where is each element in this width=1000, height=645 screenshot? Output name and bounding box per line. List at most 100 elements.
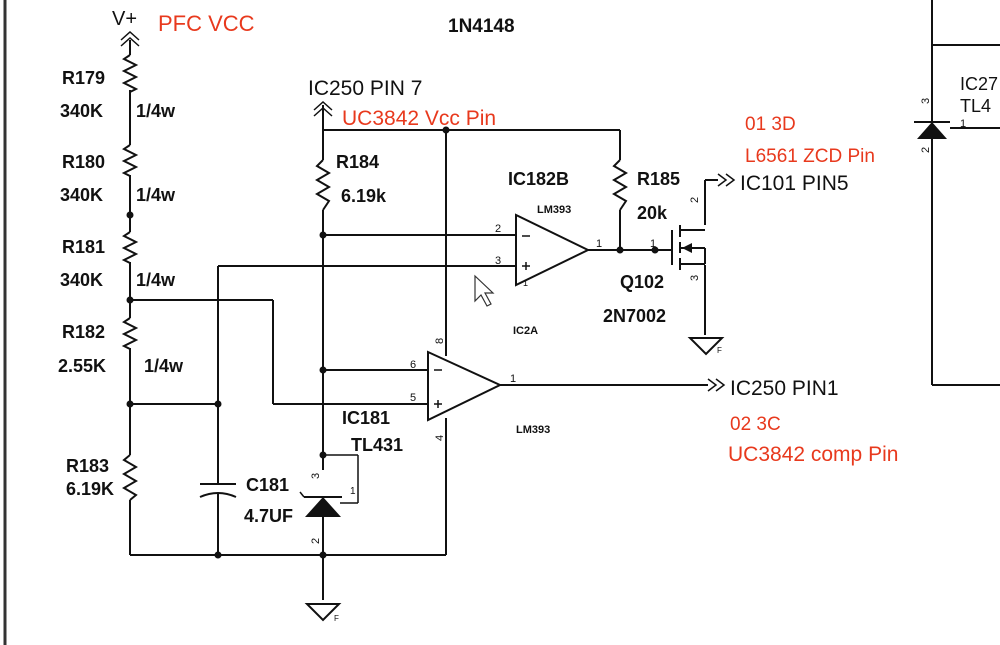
r181-value: 340K (60, 270, 103, 290)
pin-number: 2 (310, 538, 322, 544)
resistor-r183 (122, 454, 138, 501)
r184-label: R184 (336, 152, 379, 172)
uc3842-vcc-pin-label: UC3842 Vcc Pin (342, 107, 496, 130)
junction-dot (214, 551, 222, 559)
pin-number: 2 (689, 197, 701, 203)
capacitor-c181 (199, 483, 237, 498)
q102-label: Q102 (620, 272, 664, 292)
junction-dot (319, 231, 327, 239)
r179-label: R179 (62, 68, 105, 88)
pin-number: 3 (495, 255, 501, 267)
comparator-ic2a (427, 350, 503, 422)
ground-mark: F (334, 614, 339, 623)
resistors (121, 54, 628, 501)
pin-number: 1 (650, 238, 656, 250)
vplus-arrow-icon (120, 30, 140, 41)
ground-mark: F (717, 346, 722, 355)
r179-wattage: 1/4w (136, 101, 176, 121)
pin-number: 1 (960, 118, 966, 130)
ic250-pin1-label: IC250 PIN1 (730, 377, 839, 400)
r180-value: 340K (60, 185, 103, 205)
junction-dot (319, 366, 327, 374)
ic250-pin1-arrow-icon (707, 378, 718, 392)
resistor-r184 (315, 159, 331, 211)
resistor-r182 (121, 317, 139, 350)
c181-label: C181 (246, 475, 289, 495)
junction-dot (651, 246, 659, 254)
r182-wattage: 1/4w (144, 356, 184, 376)
ic182b-label: IC182B (508, 169, 569, 189)
junction-dot (126, 400, 134, 408)
ground-symbols (304, 337, 725, 622)
vplus-label: V+ (112, 8, 137, 30)
mosfet-q102 (671, 225, 706, 270)
pfc-vcc-label: PFC VCC (158, 11, 255, 36)
pin-number: 4 (434, 435, 446, 441)
ic181-label: IC181 (342, 408, 390, 428)
q102-part-label: 2N7002 (603, 306, 666, 326)
text-labels: V+ PFC VCC 1N4148 IC250 PIN 7 UC3842 Vcc… (58, 8, 998, 526)
comparator-ic182b (505, 213, 591, 287)
junction-dot (616, 246, 624, 254)
pin-number: 1 (596, 238, 602, 250)
r181-wattage: 1/4w (136, 270, 176, 290)
resistor-r185 (612, 159, 628, 211)
pin-number: 3 (920, 98, 932, 104)
r181-label: R181 (62, 237, 105, 257)
lm393-bottom-label: LM393 (516, 424, 550, 436)
ground-icon (687, 337, 725, 356)
r185-value: 20k (637, 203, 668, 223)
r179-value: 340K (60, 101, 103, 121)
ic250-pin7-label: IC250 PIN 7 (308, 77, 422, 100)
c181-value: 4.7UF (244, 506, 293, 526)
arrow-terminals (120, 30, 736, 392)
tl4-partial-label: TL4 (960, 96, 991, 116)
r183-label: R183 (66, 456, 109, 476)
note-l6561-zcd-pin: L6561 ZCD Pin (745, 146, 875, 167)
pin-number: 2 (495, 223, 501, 235)
tl431-label: TL431 (351, 435, 403, 455)
junction-dot (214, 400, 222, 408)
regulator-tl431 (299, 491, 342, 517)
ic101-arrow-icon (717, 173, 728, 187)
pin-number: 2 (920, 147, 932, 153)
ic27-partial-label: IC27 (960, 74, 998, 94)
mouse-cursor-icon (474, 274, 495, 307)
resistor-r180 (121, 144, 139, 177)
pin-number: 1 (350, 486, 356, 497)
ic101-pin5-label: IC101 PIN5 (740, 172, 849, 195)
pin-number: 6 (410, 359, 416, 371)
pin-number: 3 (689, 275, 701, 281)
resistor-r181 (121, 231, 139, 264)
r183-value: 6.19K (66, 479, 114, 499)
junction-dot (126, 296, 134, 304)
ic2a-label: IC2A (513, 325, 538, 337)
note-uc3842-comp-pin: UC3842 comp Pin (728, 443, 898, 466)
pin-number: 5 (410, 392, 416, 404)
lm393-top-label: LM393 (537, 204, 571, 216)
pin-number: 8 (434, 338, 446, 344)
r180-wattage: 1/4w (136, 185, 176, 205)
r184-value: 6.19k (341, 186, 387, 206)
junction-dots (126, 126, 659, 559)
r182-value: 2.55K (58, 356, 106, 376)
junction-dot (319, 551, 327, 559)
note-02-3c: 02 3C (730, 414, 781, 435)
resistor-r179 (121, 54, 139, 93)
r185-label: R185 (637, 169, 680, 189)
junction-dot (442, 126, 450, 134)
regulator-ic27-partial (914, 121, 950, 160)
pin-number: 3 (310, 473, 322, 479)
junction-dot (126, 211, 134, 219)
diode-1n4148-label: 1N4148 (448, 16, 515, 37)
pin-number: 1 (510, 373, 516, 385)
junction-dot (319, 451, 327, 459)
wires (3, 0, 1000, 645)
pin-number: 1 (523, 278, 528, 288)
ic250-pin7-arrow-icon (313, 100, 333, 111)
note-01-3d: 01 3D (745, 114, 796, 135)
pin-numbers: 2 3 1 1 1 2 3 6 5 1 8 4 3 1 2 3 1 2 F F (310, 98, 966, 623)
r182-label: R182 (62, 322, 105, 342)
r180-label: R180 (62, 152, 105, 172)
